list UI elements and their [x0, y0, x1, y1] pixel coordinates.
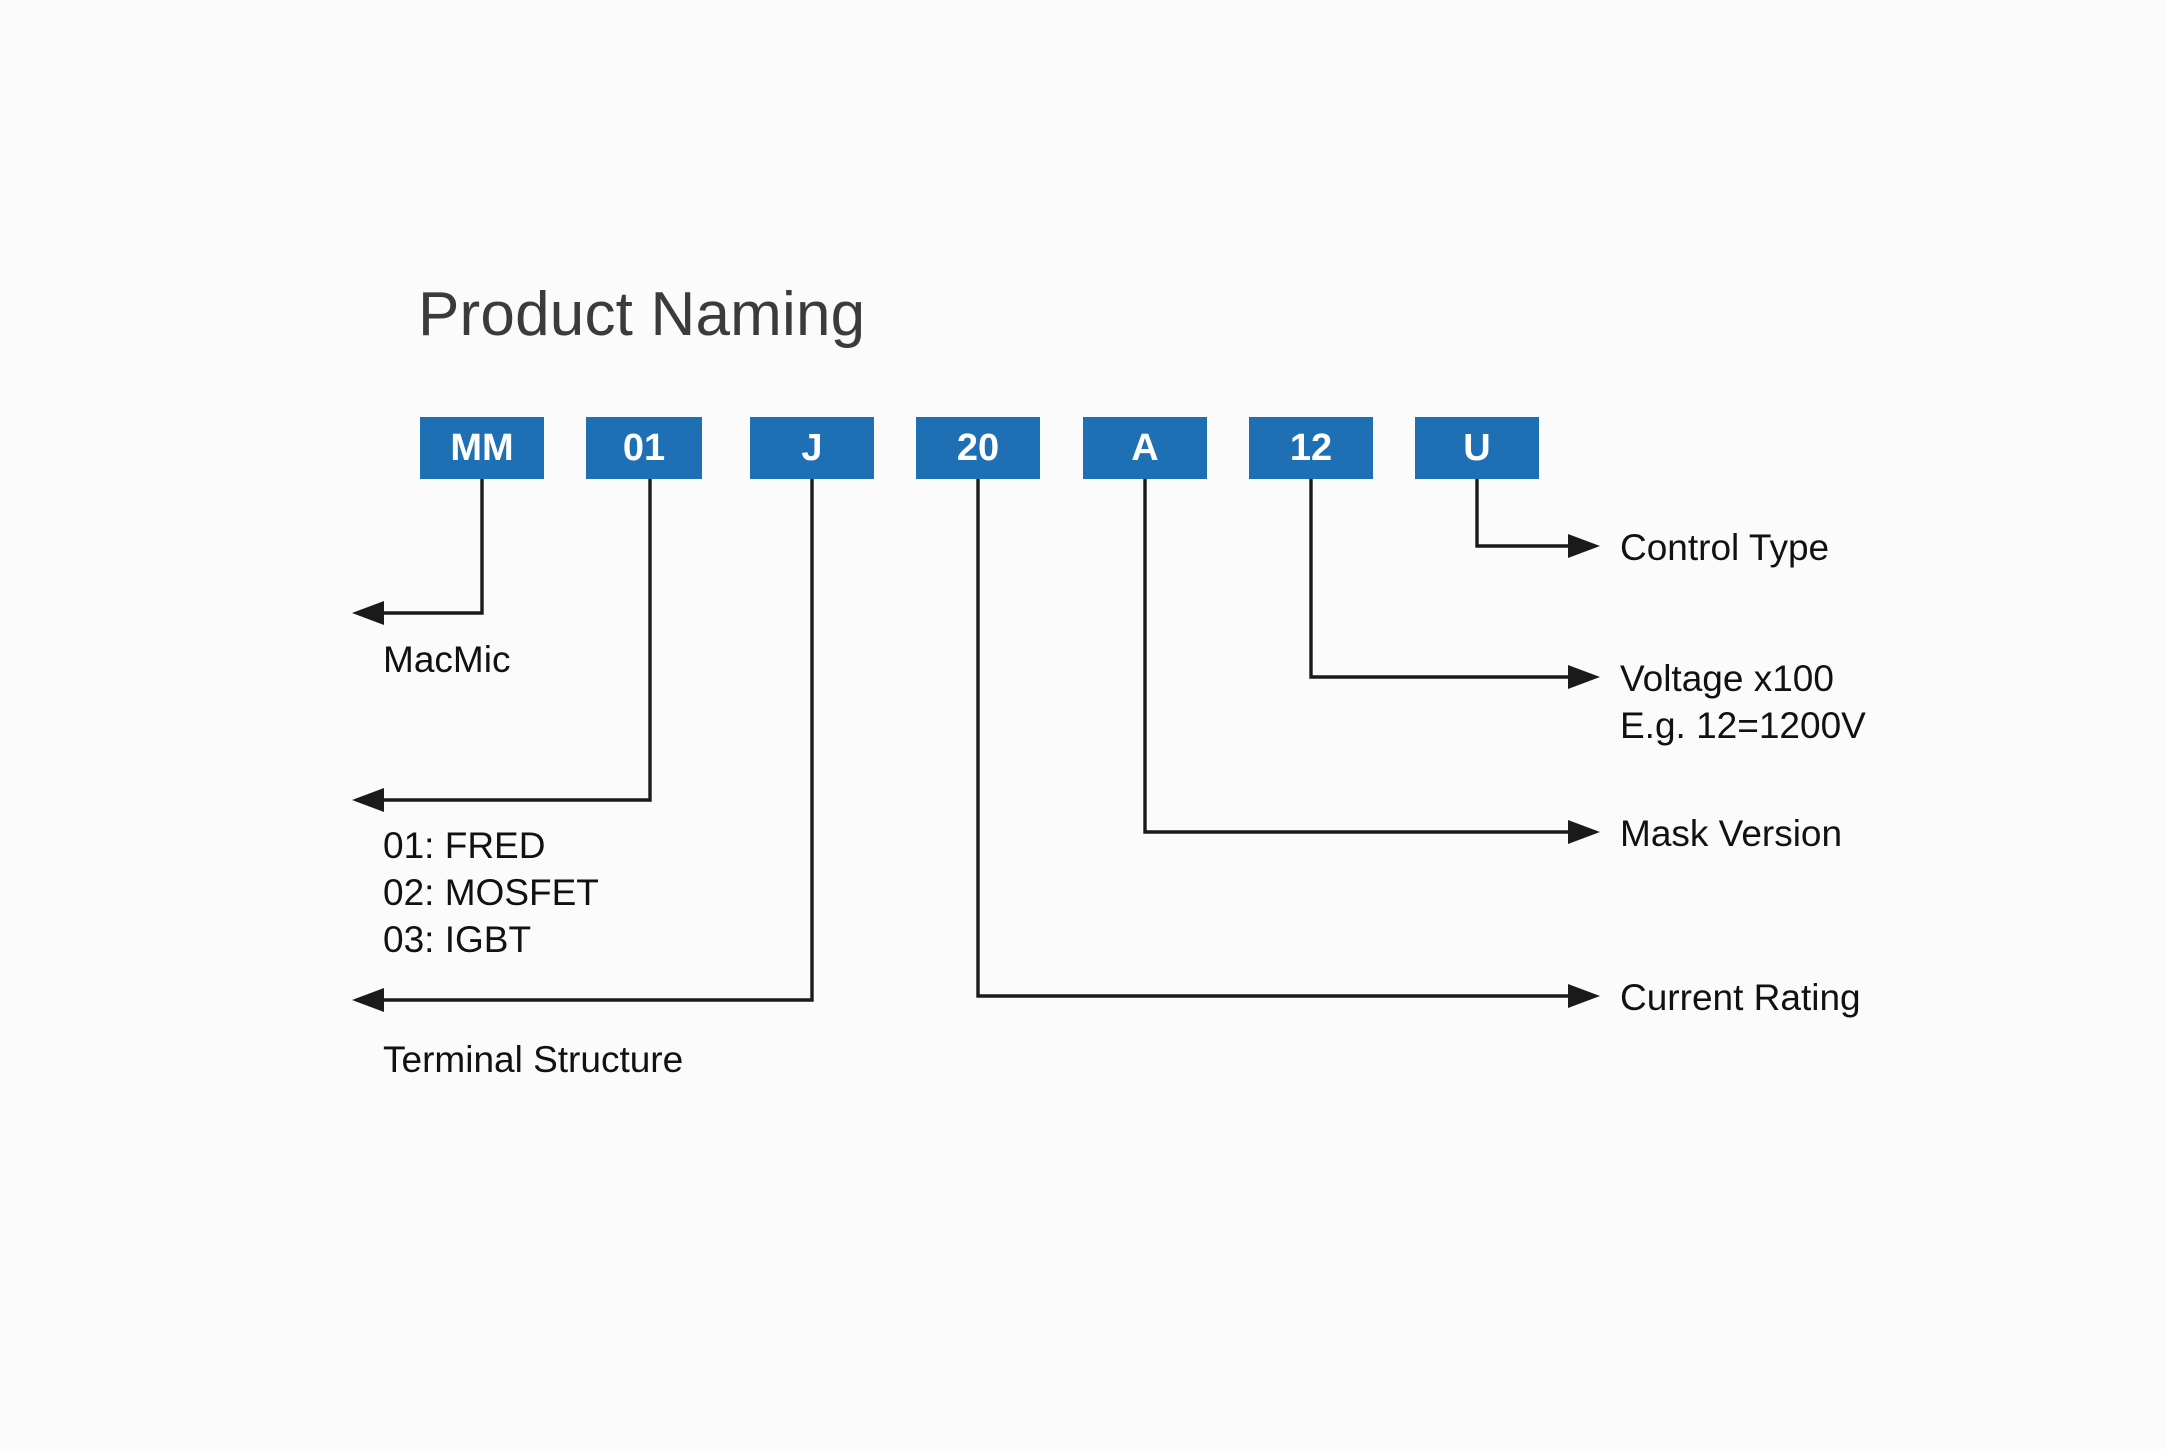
- annotation-type-code-01: 01: FRED: [383, 825, 545, 866]
- annotation-voltage-line1: Voltage x100: [1620, 658, 1834, 699]
- arrowhead-left-typecodes: [352, 788, 384, 812]
- code-box-j-label: J: [801, 427, 822, 469]
- leader-u-path: [1475, 479, 1578, 548]
- annotation-current-rating: Current Rating: [1620, 977, 1861, 1018]
- code-box-12[interactable]: 12: [1249, 417, 1373, 479]
- code-box-01[interactable]: 01: [586, 417, 702, 479]
- code-box-12-label: 12: [1290, 427, 1332, 469]
- code-box-u-label: U: [1463, 427, 1490, 469]
- annotation-mask-version: Mask Version: [1620, 813, 1842, 854]
- leader-j-to-terminal-structure: [352, 479, 814, 1012]
- arrowhead-left-terminal-structure: [352, 988, 384, 1012]
- leader-01-path: [372, 479, 652, 802]
- code-box-a-rect: [1083, 417, 1207, 479]
- leader-a-path: [1143, 479, 1578, 834]
- leader-u-to-control-type: [1475, 479, 1600, 558]
- leader-20-path: [976, 479, 1578, 998]
- arrowhead-right-current-rating: [1568, 984, 1600, 1008]
- annotation-control-type: Control Type: [1620, 527, 1829, 568]
- code-box-u-rect: [1415, 417, 1539, 479]
- annotation-voltage-line2: E.g. 12=1200V: [1620, 705, 1866, 746]
- annotation-type-codes: 01: FRED 02: MOSFET 03: IGBT: [383, 825, 599, 960]
- page-title: Product Naming: [418, 280, 865, 349]
- code-box-row: MM 01 J 20 A 12: [420, 417, 1539, 479]
- code-box-01-label: 01: [623, 427, 665, 469]
- code-box-20-rect: [916, 417, 1040, 479]
- code-box-j-rect: [750, 417, 874, 479]
- leader-01-to-typecodes: [352, 479, 652, 812]
- annotation-type-code-02: 02: MOSFET: [383, 872, 599, 913]
- code-box-20-label: 20: [957, 427, 999, 469]
- code-box-12-rect: [1249, 417, 1373, 479]
- code-box-u[interactable]: U: [1415, 417, 1539, 479]
- annotation-terminal-structure: Terminal Structure: [383, 1039, 683, 1080]
- code-box-20[interactable]: 20: [916, 417, 1040, 479]
- code-box-mm-label: MM: [450, 427, 513, 469]
- annotation-voltage: Voltage x100 E.g. 12=1200V: [1620, 658, 1866, 746]
- annotation-type-code-03: 03: IGBT: [383, 919, 531, 960]
- leader-a-to-mask-version: [1143, 479, 1600, 844]
- code-box-j[interactable]: J: [750, 417, 874, 479]
- leader-mm-to-macmic: [352, 479, 484, 625]
- arrowhead-right-mask-version: [1568, 820, 1600, 844]
- arrowhead-right-voltage: [1568, 665, 1600, 689]
- leader-mm-path: [372, 479, 484, 615]
- code-box-01-rect: [586, 417, 702, 479]
- code-box-a[interactable]: A: [1083, 417, 1207, 479]
- arrowhead-right-control-type: [1568, 534, 1600, 558]
- code-box-a-label: A: [1131, 427, 1158, 469]
- leader-12-to-voltage: [1309, 479, 1600, 689]
- code-box-mm[interactable]: MM: [420, 417, 544, 479]
- code-box-mm-rect: [420, 417, 544, 479]
- leader-j-path: [372, 479, 814, 1002]
- leader-12-path: [1309, 479, 1578, 679]
- leader-20-to-current-rating: [976, 479, 1600, 1008]
- arrowhead-left-macmic: [352, 601, 384, 625]
- annotation-macmic: MacMic: [383, 639, 510, 680]
